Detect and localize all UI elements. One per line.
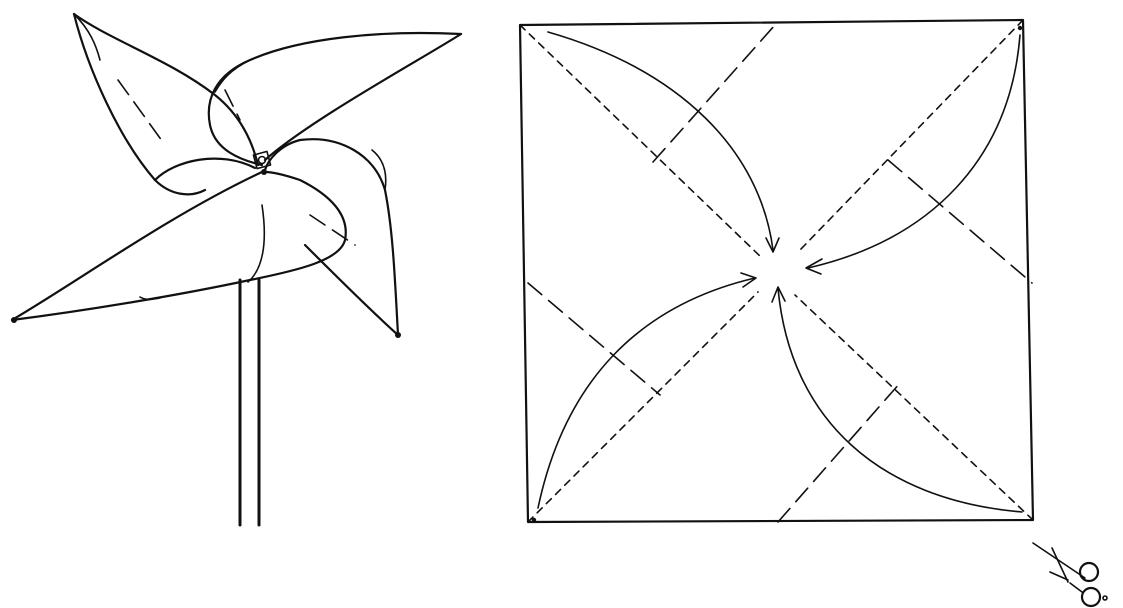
folding-pattern-square	[520, 20, 1033, 522]
diagonal-cut-lines	[520, 20, 1033, 522]
pinwheel-stick	[240, 280, 259, 525]
blade-top-right	[209, 33, 461, 165]
assembled-pinwheel	[11, 14, 461, 525]
scissors-icon	[1033, 543, 1107, 606]
blade-bottom-left	[11, 172, 401, 338]
blade-right	[265, 139, 398, 335]
blade-top-left	[74, 14, 258, 194]
